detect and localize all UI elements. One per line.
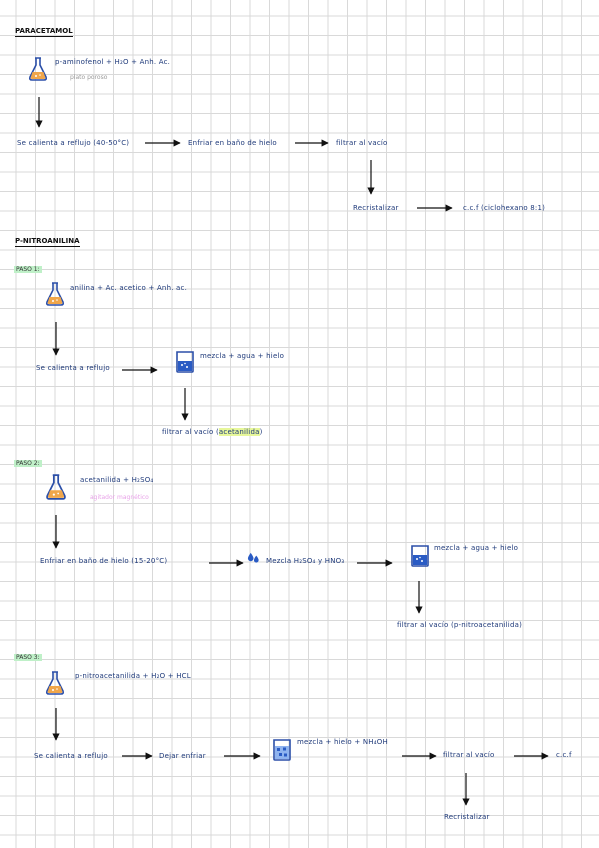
paso1-filter: filtrar al vacío (acetanilida)	[162, 428, 263, 436]
paracetamol-reflux: Se calienta a reflujo (40-50°C)	[17, 139, 130, 147]
paso3-let-cool: Dejar enfriar	[159, 752, 206, 760]
paso2-filter: filtrar al vacío (p-nitroacetanilida)	[397, 621, 523, 629]
paracetamol-reagents: p-aminofenol + H₂O + Anh. Ac.	[55, 58, 171, 66]
paso1-mix: mezcla + agua + hielo	[200, 352, 285, 360]
paso2-cool: Enfriar en baño de hielo (15-20°C)	[40, 557, 168, 565]
paracetamol-tlc: c.c.f (ciclohexano 8:1)	[463, 204, 546, 212]
paso2-label: PASO 2:	[14, 460, 42, 467]
paracetamol-recrystallize: Recristalizar	[353, 204, 399, 212]
paracetamol-cool: Enfriar en baño de hielo	[188, 139, 277, 147]
section-title-paracetamol: PARACETAMOL	[15, 27, 73, 37]
paso3-tlc: c.c.f	[556, 751, 572, 759]
section-title-p-nitroanilina: P-NITROANILINA	[15, 237, 80, 247]
paso2-reagents-note: agitador magnético	[90, 494, 149, 501]
beaker-ice-icon	[272, 739, 292, 761]
paracetamol-reagents-note: plato poroso	[70, 74, 108, 81]
paso1-reflux: Se calienta a reflujo	[36, 364, 110, 372]
paso3-recrystallize: Recristalizar	[444, 813, 490, 821]
paso2-mix: mezcla + agua + hielo	[434, 544, 519, 552]
product-acetanilida: acetanilida	[218, 428, 260, 436]
paso3-mix: mezcla + hielo + NH₄OH	[297, 738, 388, 746]
paso3-label: PASO 3:	[14, 654, 42, 661]
paracetamol-filter: filtrar al vacío	[336, 139, 388, 147]
paso3-reflux: Se calienta a reflujo	[34, 752, 108, 760]
paso1-reagents: anilina + Ac. acetico + Anh. ac.	[70, 284, 188, 292]
paso3-filter: filtrar al vacío	[443, 751, 495, 759]
paso3-reagents: p-nitroacetanilida + H₂O + HCL	[75, 672, 191, 680]
paso2-acid-mix: Mezcla H₂SO₄ y HNO₃	[266, 557, 345, 565]
paso2-reagents: acetanilida + H₂SO₄	[80, 476, 154, 484]
paso1-label: PASO 1:	[14, 266, 42, 273]
